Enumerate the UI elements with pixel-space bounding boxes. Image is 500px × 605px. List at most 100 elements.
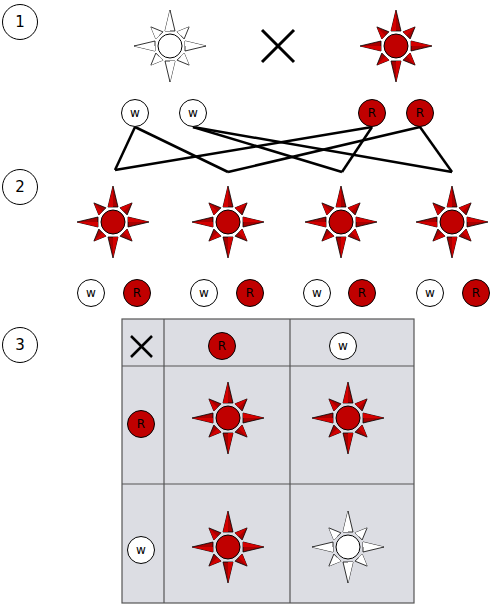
petal-shade (228, 237, 233, 258)
allele-circle: R (406, 99, 434, 127)
petal-shade (243, 217, 264, 222)
petal (343, 433, 353, 454)
petal-shade (223, 511, 228, 532)
petal (391, 61, 401, 82)
petal-shade (223, 186, 228, 207)
petal (94, 229, 106, 241)
allele-label: w (312, 287, 322, 299)
petal (377, 53, 389, 65)
petal (108, 186, 118, 207)
petal-shade (322, 203, 330, 215)
callout-number: 2 (2, 169, 38, 205)
petal-shade (235, 399, 247, 407)
red-flower (192, 511, 264, 583)
allele-circle: R (236, 279, 264, 307)
petal-shade (192, 418, 213, 423)
flower-center (216, 535, 240, 559)
petal (192, 413, 213, 423)
allele-circle: R (123, 279, 151, 307)
petal-shade (348, 433, 353, 454)
petal-shade (343, 382, 348, 403)
flower-center (101, 210, 125, 234)
allele-label: w (188, 107, 198, 119)
petal (312, 413, 333, 423)
flower-center (440, 210, 464, 234)
petal (209, 203, 221, 215)
petal (134, 41, 155, 51)
petal (355, 425, 367, 437)
petal-shade (416, 222, 437, 227)
inheritance-lines (115, 127, 452, 172)
petal (165, 10, 175, 31)
allele-label: w (130, 107, 140, 119)
petal (235, 229, 247, 241)
petal (312, 542, 333, 552)
petal-shade (407, 53, 415, 65)
allele-circle: w (190, 279, 218, 307)
petal-shade (433, 203, 441, 215)
petal (223, 186, 233, 207)
petal-shade (463, 229, 471, 241)
petal (336, 186, 346, 207)
red-flower (192, 382, 264, 454)
petal (108, 237, 118, 258)
petal-shade (348, 562, 353, 583)
petal (377, 27, 389, 39)
petal (447, 237, 457, 258)
allele-label: R (137, 418, 145, 430)
petal (223, 511, 233, 532)
allele-label: R (246, 287, 254, 299)
petal-shade (94, 233, 106, 241)
allele-label: w (199, 287, 209, 299)
petal-shade (396, 61, 401, 82)
petal-shade (239, 425, 247, 437)
petal (433, 229, 445, 241)
petal-shade (377, 27, 385, 39)
petal-shade (305, 222, 326, 227)
red-flower (416, 186, 488, 258)
petal-shade (120, 203, 132, 211)
petal (192, 542, 213, 552)
allele-circle: w (127, 536, 155, 564)
petal (235, 554, 247, 566)
petal-shade (134, 46, 155, 51)
petal (363, 542, 384, 552)
petal (243, 542, 264, 552)
petal (416, 217, 437, 227)
petal-shade (228, 562, 233, 583)
petal-shade (243, 542, 264, 547)
petal-shade (209, 399, 217, 411)
petal-shade (329, 528, 337, 540)
flower-center (216, 210, 240, 234)
petal (243, 217, 264, 227)
cross-symbol (131, 336, 152, 357)
petal-shade (359, 554, 367, 566)
allele-circle: w (77, 279, 105, 307)
petal-shade (336, 186, 341, 207)
petal-shade (391, 10, 396, 31)
petal-shade (356, 217, 377, 222)
flower-center (216, 406, 240, 430)
petal (185, 41, 206, 51)
petal-shade (411, 41, 432, 46)
petal-shade (348, 203, 360, 211)
petal-shade (181, 53, 189, 65)
petal (305, 217, 326, 227)
petal-shade (151, 57, 163, 65)
petal (391, 10, 401, 31)
petal-shade (151, 27, 159, 39)
petal-shade (228, 433, 233, 454)
petal-shade (459, 203, 471, 211)
petal-shade (355, 528, 367, 536)
petal-shade (360, 46, 381, 51)
petal (447, 186, 457, 207)
red-flower (77, 186, 149, 258)
petal (348, 203, 360, 215)
allele-circle: R (358, 99, 386, 127)
cross-symbol (262, 30, 294, 62)
petal-shade (359, 425, 367, 437)
petal-shade (363, 542, 384, 547)
petal-shade (352, 229, 360, 241)
petal (120, 203, 132, 215)
petal (348, 229, 360, 241)
